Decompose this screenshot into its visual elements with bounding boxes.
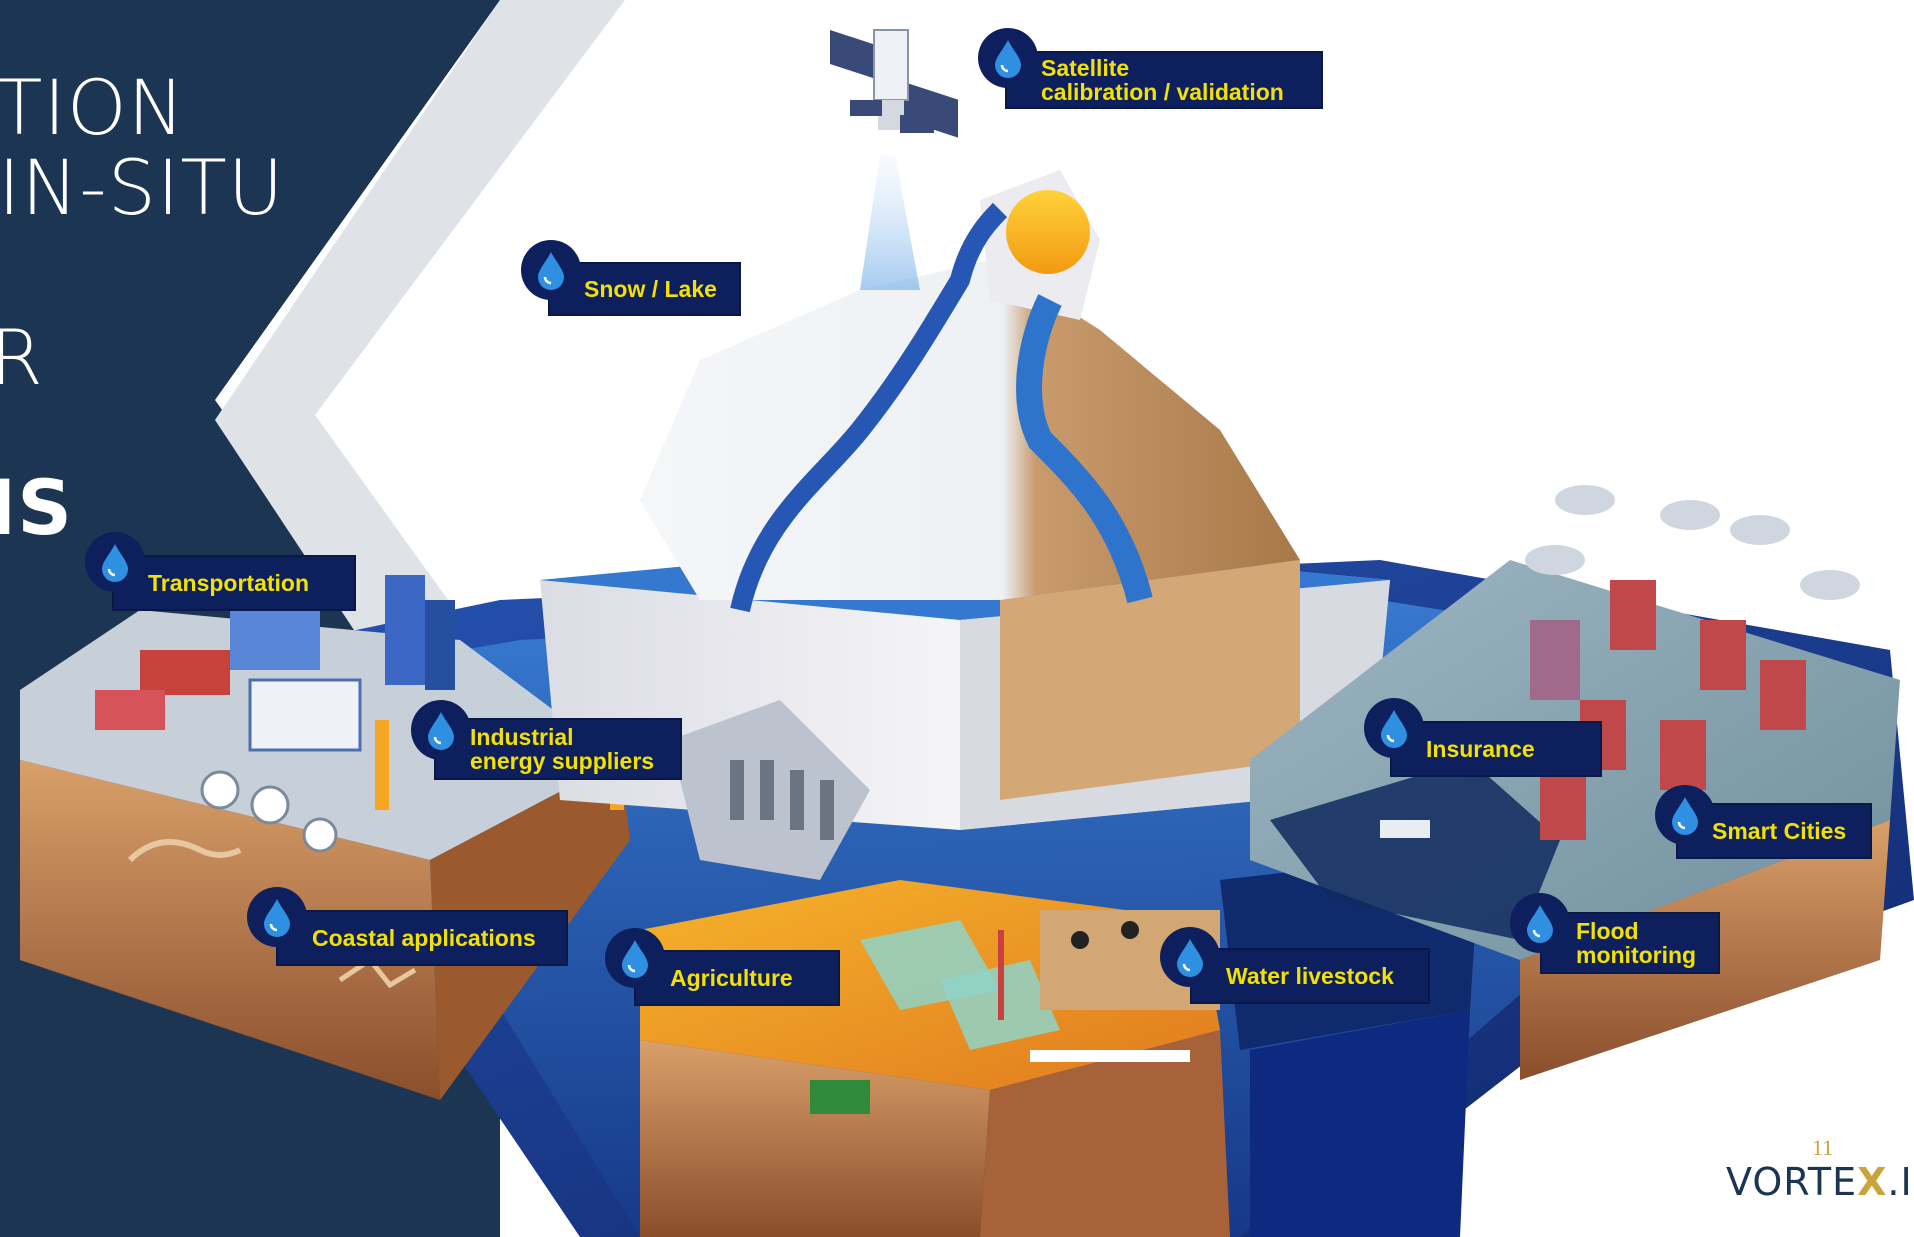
- river: [730, 202, 1008, 613]
- callout-label: Coastal applications: [312, 924, 536, 951]
- apartment-building: [1610, 580, 1656, 650]
- tractor: [810, 1080, 870, 1114]
- apartment-building: [1660, 720, 1706, 790]
- radar-dish: [200, 770, 240, 810]
- spillway-gate: [790, 770, 804, 830]
- apartment-building: [1530, 620, 1580, 700]
- callout-badge: [1655, 785, 1715, 845]
- transport-block-soil: [20, 760, 440, 1100]
- logo-text-end: .IO: [1887, 1160, 1914, 1204]
- heading-line: R: [0, 313, 44, 402]
- callout-label: Smart Cities: [1712, 817, 1847, 844]
- sun: [1006, 190, 1090, 274]
- callout-satellite-calibration: Satellite calibration / validation: [1005, 51, 1323, 109]
- heading-line: TION: [0, 63, 186, 152]
- spillway-gate: [760, 760, 774, 820]
- callout-label-line-2: energy suppliers: [470, 748, 655, 774]
- callout-badge: [1510, 893, 1570, 953]
- heading-line: IS: [0, 463, 74, 552]
- water-drop-icon: [1177, 939, 1203, 977]
- rain-cloud: [1730, 515, 1790, 545]
- radar-dish-2: [250, 785, 290, 825]
- vortex-logo: VORTEX.IO: [1726, 1160, 1914, 1204]
- factory-building: [140, 650, 230, 695]
- city-bus: [1380, 820, 1430, 838]
- office-tower: [385, 575, 425, 685]
- callout-industrial-energy: Industrial energy suppliers: [434, 718, 682, 780]
- callout-label: Transportation: [148, 569, 310, 596]
- spillway-gate: [820, 780, 834, 840]
- river-2: [1016, 294, 1153, 604]
- water-drop-icon: [428, 712, 454, 750]
- callout-label: Water livestock: [1226, 962, 1394, 989]
- mountain-surface: [640, 260, 1300, 600]
- callout-agriculture: Agriculture: [634, 950, 840, 1006]
- water-drop-icon: [264, 899, 290, 937]
- callout-badge: [605, 928, 665, 988]
- callout-badge: [521, 240, 581, 300]
- water-drop-icon: [622, 940, 648, 978]
- callout-label-line-1: Flood: [1576, 917, 1639, 944]
- terminal-building: [248, 678, 362, 752]
- warehouse: [95, 690, 165, 730]
- logo-x-mark: X: [1857, 1160, 1888, 1204]
- callout-label-line-2: calibration / validation: [1041, 79, 1284, 105]
- cow: [1121, 921, 1139, 939]
- spillway-gate: [730, 760, 744, 820]
- callout-badge: [247, 887, 307, 947]
- apartment-building: [1540, 770, 1586, 840]
- rain-cloud: [1800, 570, 1860, 600]
- pterosaur-fossil: [338, 956, 417, 989]
- mountain-block-soil: [1000, 560, 1300, 800]
- callout-transportation: Transportation: [112, 555, 356, 611]
- callout-badge: [1160, 927, 1220, 987]
- crane: [375, 720, 389, 810]
- callout-water-livestock: Water livestock: [1190, 948, 1430, 1004]
- water-drop-icon: [538, 252, 564, 290]
- callout-insurance: Insurance: [1390, 721, 1602, 777]
- callout-badge: [85, 532, 145, 592]
- rain-cloud: [1525, 545, 1585, 575]
- radar-dish-3: [302, 817, 338, 853]
- rain-cloud: [1555, 485, 1615, 515]
- callout-badge: [978, 28, 1038, 88]
- city-flood-water: [1270, 760, 1560, 940]
- callout-label-line-1: Industrial: [470, 723, 574, 750]
- dinosaur-fossil: [127, 839, 242, 863]
- heading-line: IN-SITU: [0, 143, 285, 232]
- water-drop-icon: [1527, 905, 1553, 943]
- callout-badge: [1364, 698, 1424, 758]
- callout-badge: [411, 700, 471, 760]
- deep-well-shaft: [1250, 1010, 1470, 1237]
- callout-coastal-applications: Coastal applications: [276, 910, 568, 966]
- callout-label: Snow / Lake: [584, 275, 717, 302]
- satellite: [830, 29, 958, 138]
- callout-label: Insurance: [1426, 735, 1535, 762]
- barn-fence: [1030, 1050, 1190, 1062]
- water-drop-icon: [1672, 797, 1698, 835]
- callout-label: Agriculture: [670, 964, 793, 991]
- water-drop-icon: [102, 544, 128, 582]
- callout-label-line-2: monitoring: [1576, 942, 1697, 968]
- water-drop-icon: [1381, 710, 1407, 748]
- page-number: 11: [1812, 1135, 1834, 1160]
- office-tower-2: [425, 600, 455, 690]
- callout-flood-monitoring: Flood monitoring: [1540, 912, 1720, 974]
- logo-text-start: VORTE: [1726, 1160, 1858, 1204]
- rain-cloud: [1660, 500, 1720, 530]
- agriculture-block-soil: [640, 1040, 990, 1237]
- glass-building: [230, 610, 320, 670]
- cow: [1071, 931, 1089, 949]
- apartment-building: [1760, 660, 1806, 730]
- callout-label-line-1: Satellite: [1041, 54, 1130, 81]
- water-drop-icon: [995, 40, 1021, 78]
- weather-tower: [998, 930, 1004, 1020]
- satellite-beam: [860, 155, 920, 290]
- apartment-building: [1700, 620, 1746, 690]
- agriculture-block-soil-right: [980, 1030, 1230, 1237]
